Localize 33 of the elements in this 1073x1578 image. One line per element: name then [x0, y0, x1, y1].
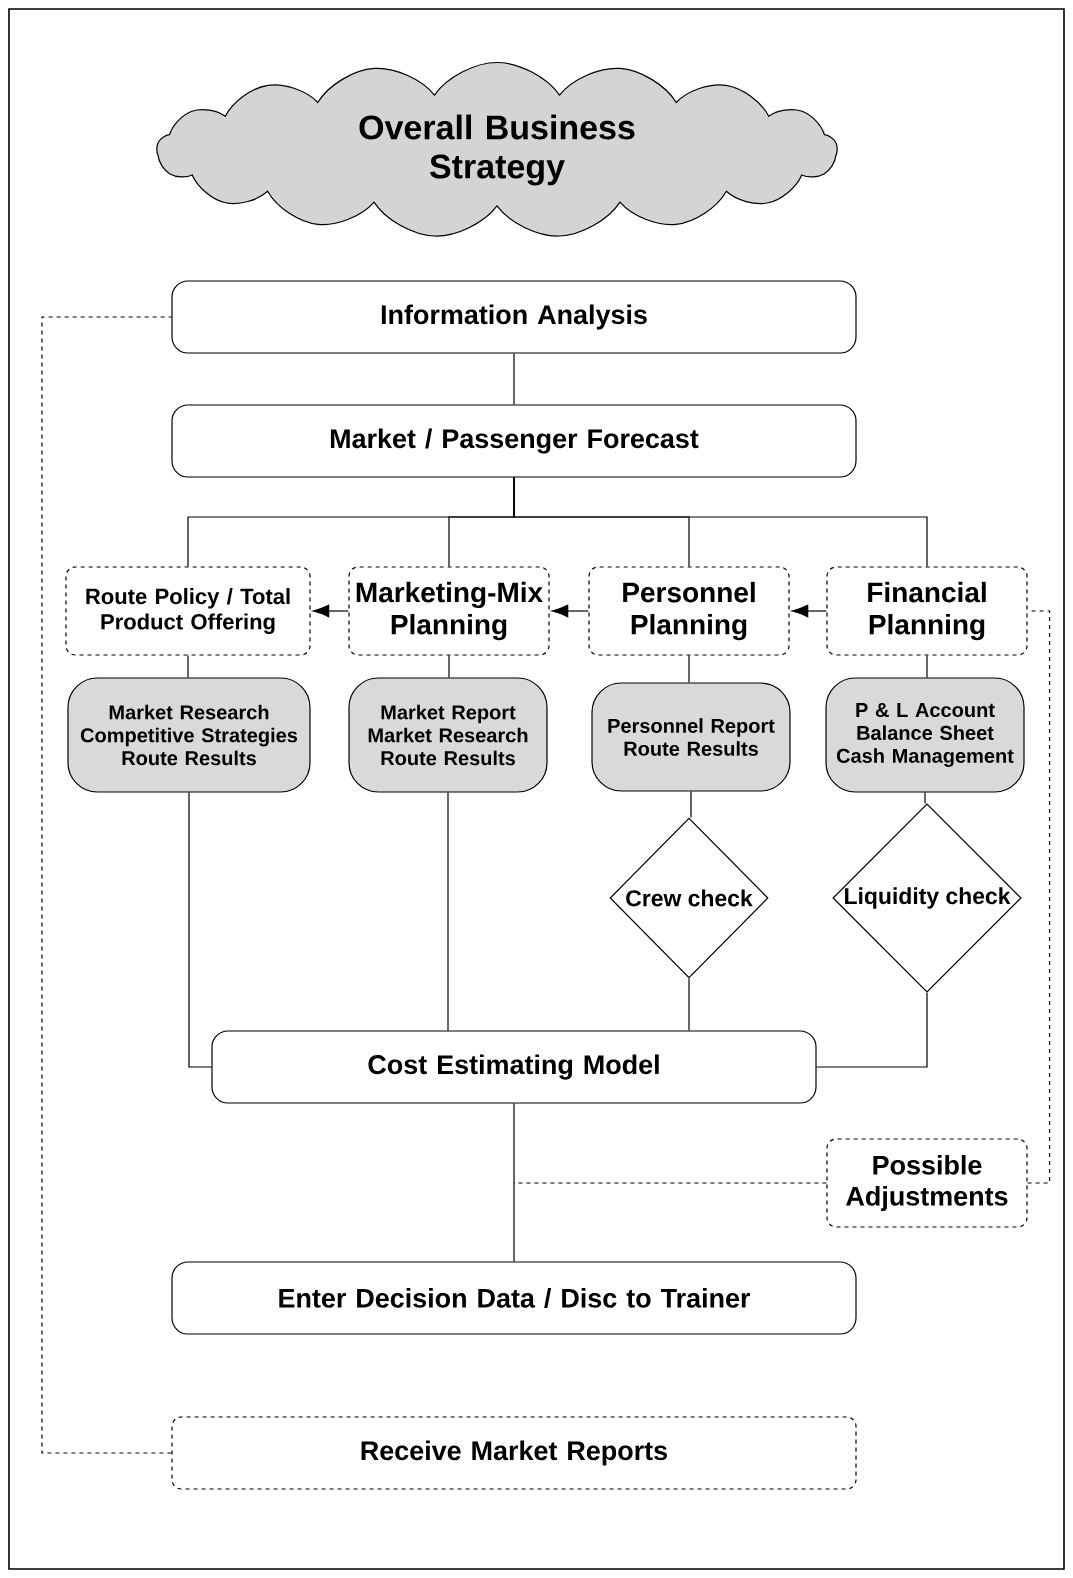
connector-line [816, 992, 928, 1068]
connector-line [188, 792, 212, 1068]
connector-line [926, 655, 928, 678]
dashed-box: Possible Adjustments [826, 1138, 1028, 1228]
leader-line [513, 1182, 827, 1184]
connector-line [448, 655, 450, 678]
connector-line [924, 792, 926, 804]
info-box: Market Research Competitive Strategies Route Results [67, 677, 311, 793]
connector-line [447, 792, 449, 1031]
connector-line [688, 978, 690, 1031]
process-box: Enter Decision Data / Disc to Trainer [171, 1261, 857, 1335]
connector-line [1027, 610, 1051, 1184]
process-box: Information Analysis [171, 280, 857, 354]
info-box: Personnel Report Route Results [591, 682, 791, 792]
info-box: P & L Account Balance Sheet Cash Management [825, 677, 1025, 793]
process-box: Cost Estimating Model [211, 1030, 817, 1104]
connector-line [41, 316, 172, 1454]
arrow [551, 604, 589, 618]
process-box: Market / Passenger Forecast [171, 404, 857, 478]
connector-line [690, 791, 692, 818]
connector-line [187, 655, 189, 678]
connector-line [513, 353, 515, 405]
dashed-box: Financial Planning [826, 566, 1028, 656]
dashed-box: Marketing-Mix Planning [348, 566, 550, 656]
connector-line [513, 1103, 515, 1262]
dashed-box: Personnel Planning [588, 566, 790, 656]
connector-line [688, 655, 690, 683]
arrow [312, 604, 349, 618]
dashed-box: Route Policy / Total Product Offering [65, 566, 311, 656]
info-box: Market Report Market Research Route Results [348, 677, 548, 793]
connector-line [513, 477, 928, 567]
dashed-box: Receive Market Reports [171, 1416, 857, 1490]
arrow [791, 604, 827, 618]
